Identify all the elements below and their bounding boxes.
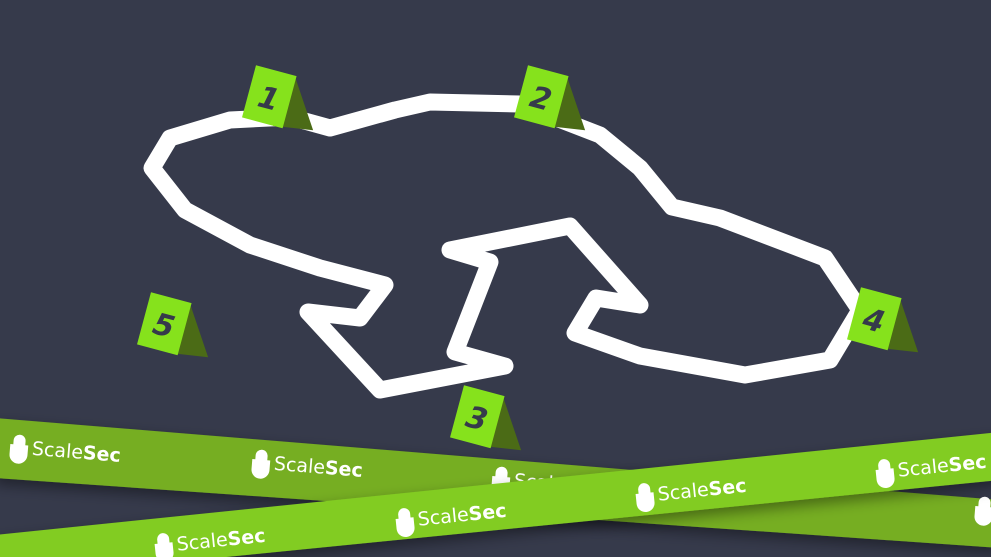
svg-text:ScaleSec: ScaleSec [273, 453, 363, 482]
tape-logo: ScaleSec [635, 475, 748, 513]
evidence-marker-5: 5 [137, 292, 209, 358]
evidence-marker-4: 4 [847, 287, 919, 353]
svg-text:ScaleSec: ScaleSec [417, 500, 508, 531]
padlock-icon [635, 483, 655, 513]
svg-text:ScaleSec: ScaleSec [31, 438, 121, 467]
svg-text:ScaleSec: ScaleSec [897, 451, 988, 482]
tape-logo [974, 496, 991, 526]
tape-logo: ScaleSec [9, 434, 122, 467]
caution-tape-front [0, 432, 991, 557]
tape-logo: ScaleSec [154, 525, 267, 557]
evidence-marker-3: 3 [450, 385, 522, 451]
tape-logo: ScaleSec [395, 500, 508, 538]
padlock-icon [875, 459, 895, 489]
svg-text:ScaleSec: ScaleSec [176, 525, 267, 556]
padlock-icon [974, 496, 991, 526]
padlock-icon [9, 434, 29, 464]
padlock-icon [395, 508, 415, 538]
padlock-icon [251, 449, 271, 479]
tape-logo: ScaleSec [875, 451, 988, 489]
padlock-icon [154, 533, 174, 557]
evidence-marker-2: 2 [514, 65, 586, 131]
tape-logo: ScaleSec [251, 449, 364, 482]
svg-text:ScaleSec: ScaleSec [657, 475, 748, 506]
evidence-marker-1: 1 [242, 65, 314, 131]
cloud-upload-chalk-outline [143, 93, 869, 399]
